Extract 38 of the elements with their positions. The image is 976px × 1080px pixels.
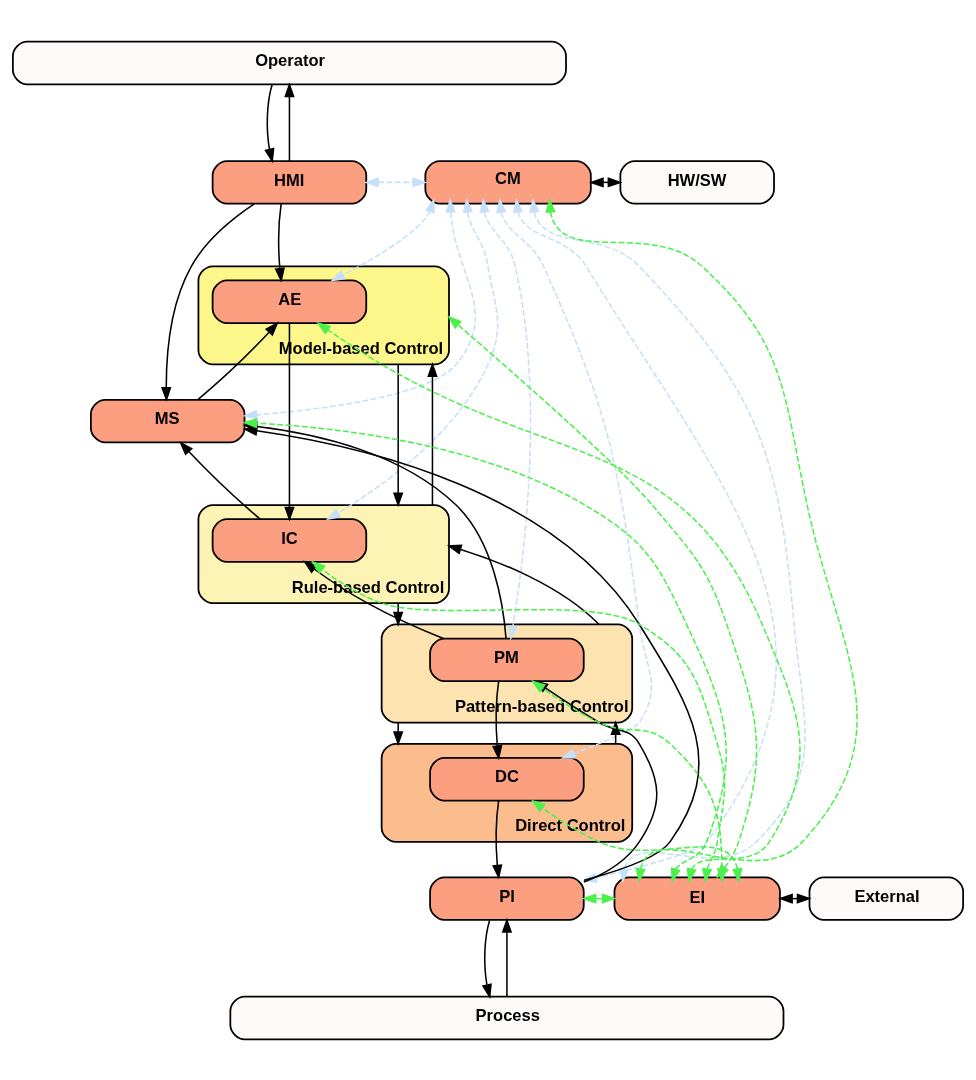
arrow [284, 81, 295, 162]
arrow [196, 321, 279, 401]
arrow [392, 721, 404, 746]
node-box: PM [429, 637, 585, 682]
arrow [479, 197, 532, 641]
arrow [581, 892, 617, 904]
node-box: DC [429, 756, 585, 801]
arrow [501, 917, 513, 997]
arrow [588, 176, 623, 188]
arrow [492, 799, 503, 880]
arrow [427, 361, 438, 506]
arrow [392, 363, 404, 507]
node-box: EI [613, 875, 781, 921]
arrow [481, 918, 492, 999]
arrow [492, 680, 503, 760]
arrow [284, 321, 295, 522]
arrow [274, 202, 285, 283]
node-box: CM [424, 159, 592, 205]
arrow [179, 440, 261, 520]
arrow [392, 601, 404, 627]
arrow [264, 83, 275, 163]
arrow [363, 176, 428, 188]
node-box: IC [211, 517, 368, 563]
arrow [496, 197, 653, 759]
node-box: External [808, 875, 964, 921]
arrow [242, 197, 477, 420]
node-box: PI [429, 875, 585, 921]
node-box: HMI [211, 159, 368, 205]
node-box: Operator [12, 40, 567, 85]
arrow [325, 197, 499, 520]
arrow [330, 197, 435, 282]
arrow [161, 202, 256, 402]
arrow [446, 544, 600, 625]
node-box: MS [90, 398, 246, 443]
node-box: HW/SW [619, 159, 775, 205]
node-box: Process [229, 995, 785, 1040]
node-box: AE [211, 279, 368, 324]
arrow [777, 892, 812, 904]
